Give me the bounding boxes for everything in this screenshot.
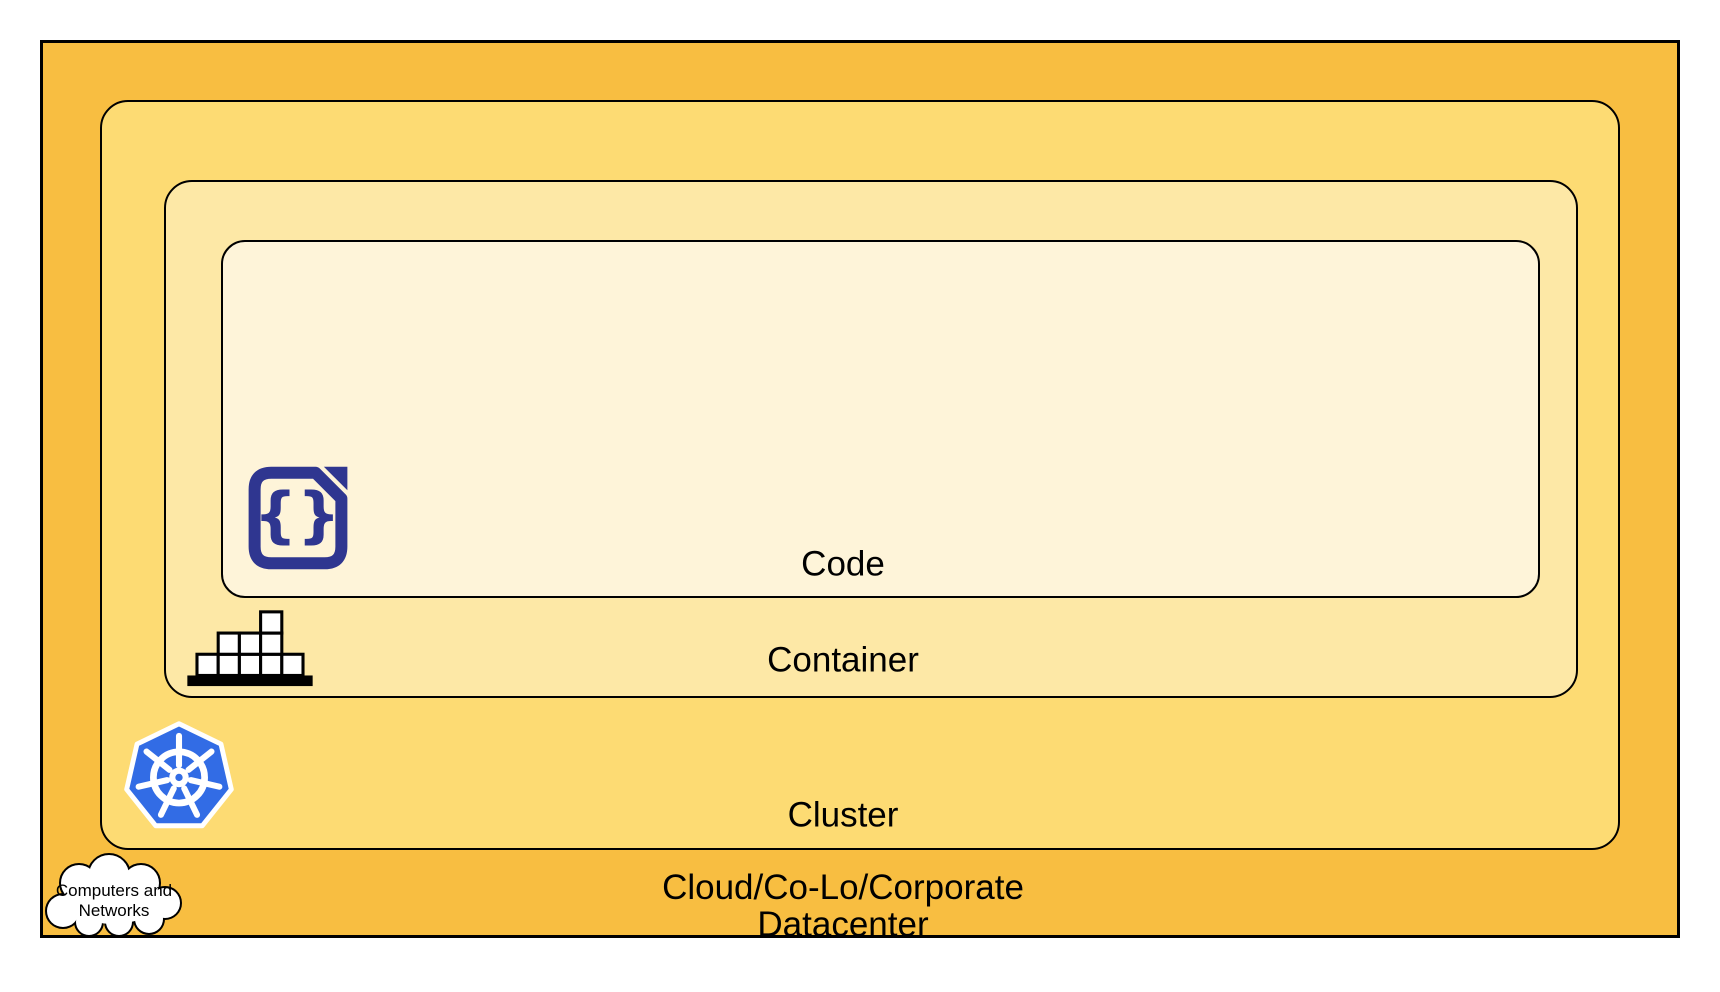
cloud-callout-line2: Networks xyxy=(79,901,150,920)
cloud-callout-line1: Computers and xyxy=(56,881,172,900)
code-file-braces: {} xyxy=(254,480,341,551)
cluster-label: Cluster xyxy=(787,795,899,835)
datacenter-label-line2: Datacenter xyxy=(757,905,929,944)
cloud-icon: Computers and Networks xyxy=(45,853,182,937)
container-base-bar xyxy=(187,675,313,687)
container-label: Container xyxy=(767,640,919,680)
container-boxes xyxy=(195,610,305,678)
code-layer-box xyxy=(221,240,1540,598)
cloud-body xyxy=(47,855,180,935)
container-stack-icon xyxy=(187,610,313,687)
code-file-icon: {} xyxy=(248,466,348,570)
datacenter-label: Cloud/Co-Lo/Corporate Datacenter xyxy=(662,869,1024,943)
code-file-fold xyxy=(323,466,348,491)
kubernetes-wheel xyxy=(135,732,223,818)
code-label: Code xyxy=(801,544,885,584)
datacenter-label-line1: Cloud/Co-Lo/Corporate xyxy=(662,868,1024,907)
kubernetes-icon xyxy=(124,721,234,829)
kubernetes-hub-center xyxy=(175,773,183,782)
code-file-outline xyxy=(248,466,348,570)
